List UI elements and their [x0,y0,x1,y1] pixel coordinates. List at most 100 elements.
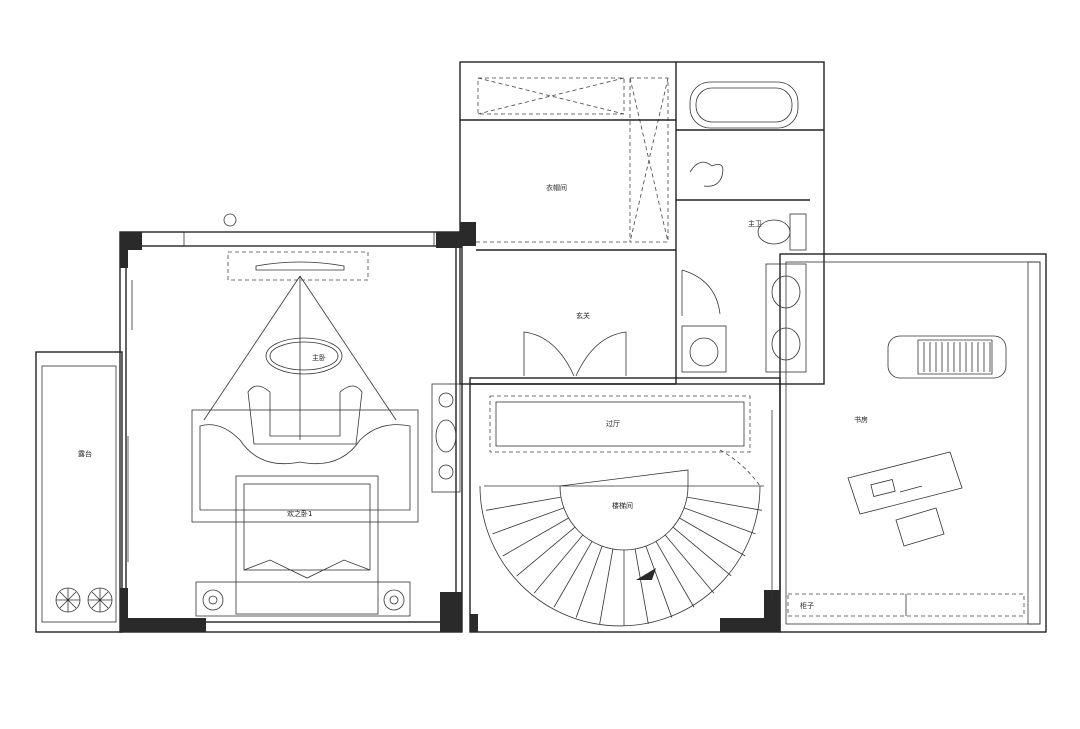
stair-tread [664,534,715,594]
sink [771,275,801,309]
balcony: 露台 [55,449,113,613]
corridor-cabinet [489,395,751,453]
decor-oval [435,419,457,453]
stair-tread [645,546,673,618]
toilet-tank [789,213,807,251]
stair-tread [686,496,762,511]
master-bedroom-inner [125,245,457,623]
wardrobe-label: 衣帽间 [546,183,567,192]
sight-line [203,275,301,421]
wardrobe-side [629,77,669,243]
rug-oval [265,337,343,375]
desk-chair [895,507,945,547]
door-swing-left [523,331,575,377]
stair: 楼梯间 [479,410,773,627]
stair-tread [599,548,614,624]
wardrobe-side-cross [629,77,669,243]
foyer-label: 玄关 [576,311,590,320]
bed-mattress [243,483,371,571]
study-label: 书房 [854,415,868,424]
wardrobe-room: 衣帽间 [460,62,677,384]
stair-outer-arc [479,485,761,627]
bed [235,475,379,615]
stair-tread [516,526,576,577]
lounge-cushion [917,339,993,375]
corridor-cabinet-inner [495,401,745,447]
stair-tread [655,541,695,608]
master-bedroom: 主卧 欢之卧1 [127,213,461,617]
column [120,618,206,632]
column [470,614,478,632]
cabinet-label: 柜子 [800,601,814,610]
desk [847,451,963,515]
balcony-outline [35,351,123,633]
study-cabinet [787,593,1025,617]
laptop [870,479,896,497]
column [460,222,476,246]
landing [559,469,689,487]
master-bedroom-mark: 主卧 [312,353,326,362]
pen [899,485,923,493]
bed-cover-fold [243,559,371,579]
wardrobe-cross [477,77,625,115]
column [120,588,128,632]
plant-leaves [88,588,112,612]
plant-leaves [56,588,80,612]
decor-round [438,392,454,408]
washer-drum [689,337,719,367]
stair-treads [484,485,764,626]
vanity [765,263,807,373]
sink [771,327,801,361]
stair-tread [533,534,584,594]
lamp-symbol [223,213,237,227]
corridor-label: 过厅 [606,419,620,428]
stair-tread [502,517,569,557]
lounge-chair [887,335,1007,379]
stair-tread [492,507,564,535]
column [436,232,462,248]
stair-tread [684,507,756,535]
stair-inner-arc [559,485,689,551]
corridor: 过厅 [489,395,751,453]
nightstand-right [383,589,405,611]
bookshelf [1027,261,1041,625]
nightstand-right-lamp [389,595,399,605]
shower-spray [689,161,724,187]
master-bedroom-outline [119,231,463,633]
study: 书房 柜子 [787,261,1041,625]
study-outline [779,253,1047,633]
lounge-slats [923,342,991,372]
tv-cabinet [227,251,369,281]
stair-label: 楼梯间 [612,501,633,510]
decor-round [438,464,454,480]
nightstand-left-lamp [208,595,218,605]
outer-walls [35,61,1047,633]
stair-arrow-icon [636,568,656,580]
balcony-inner [41,365,117,623]
sight-line [299,275,397,421]
column [764,590,780,632]
bathtub [689,81,799,129]
side-cabinet [431,383,461,493]
stair-tread [634,548,649,624]
bath-label: 主卫 [748,219,762,228]
stair-top-arc [719,449,761,487]
balcony-label: 露台 [78,449,92,458]
bed-label: 欢之卧1 [287,509,312,518]
carpet [191,409,419,523]
window-strip [183,231,435,247]
nightstand-left [202,589,224,611]
stair-tread [679,517,746,557]
columns [120,222,780,632]
bench-row [195,581,411,617]
bathroom: 主卫 [676,81,824,373]
column [120,232,128,268]
ornate-carpet-pattern [199,424,411,511]
stair-tread [575,546,603,618]
stair-tread [553,541,593,608]
bathtub-inner [695,87,793,123]
upper-block-outline [459,61,825,385]
washer [681,325,727,373]
foyer: 玄关 [470,249,676,385]
wardrobe-top [477,77,625,115]
